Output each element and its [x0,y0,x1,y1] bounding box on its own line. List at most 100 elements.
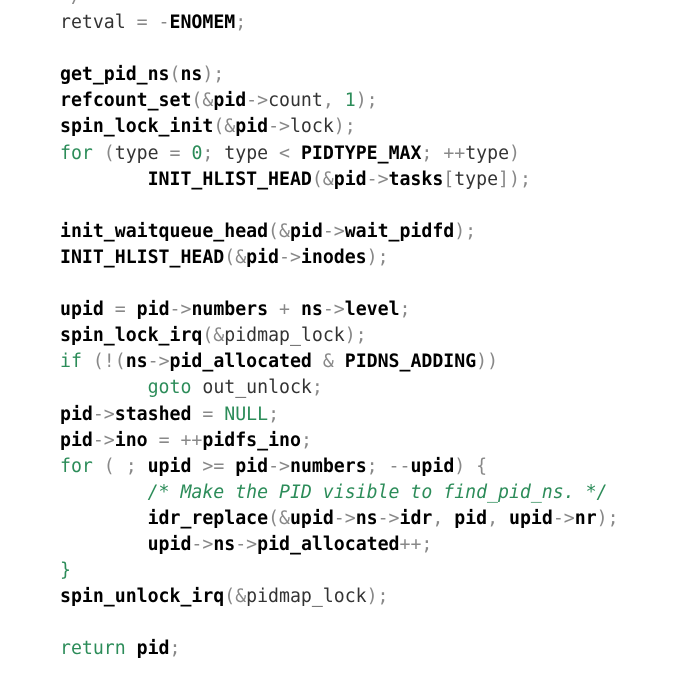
code-line: INIT_HLIST_HEAD(&pid->inodes); [60,245,619,271]
code-token: -> [147,351,170,373]
code-token: ; [202,142,225,164]
code-token: count [268,90,323,112]
code-token: >= [191,455,236,477]
code-token: , [322,90,345,112]
code-token: pid [235,455,269,477]
code-token: ) { [454,455,488,477]
code-token: ) [509,142,520,164]
code-token [191,377,202,398]
code-line: spin_unlock_irq(&pidmap_lock); [60,584,619,610]
code-token: numbers [191,299,269,321]
code-token: spin_unlock_irq [60,586,225,608]
code-line [60,193,619,219]
code-token: -> [268,455,290,477]
code-token [60,377,148,398]
code-token: INIT_HLIST_HEAD [60,246,225,268]
code-token: spin_lock_irq [60,325,203,347]
code-token: retval [60,12,126,34]
code-token: , [487,507,510,529]
code-token: )) [476,351,499,373]
code-line: INIT_HLIST_HEAD(&pid->tasks[type]); [60,167,619,193]
code-token: -> [92,403,115,425]
code-token: -> [552,507,575,529]
code-token: -> [322,220,345,242]
code-token: (& [202,325,225,347]
code-line: pid->ino = ++pidfs_ino; [60,428,619,454]
code-token: pid [246,246,280,268]
code-line: for (type = 0; type < PIDTYPE_MAX; ++typ… [60,141,619,167]
code-token: level [344,299,400,321]
code-token: init_waitqueue_head [60,220,269,242]
code-token: type [224,142,269,164]
code-token: upid [410,455,455,477]
code-token: -> [322,299,345,321]
code-token: (& [311,168,334,190]
code-token: ; [300,429,312,451]
code-token: */ [60,0,82,7]
code-token: type [454,168,499,190]
code-token: return [60,638,126,660]
code-token: & [311,351,345,373]
code-token: -> [366,168,389,190]
code-token: get_pid_ns [60,64,170,86]
code-token: pid [289,220,323,242]
code-token: -> [377,507,400,529]
code-token: wait_pidfd [344,220,455,242]
code-token: ns [300,299,323,321]
code-token: pid [333,168,367,190]
code-token: upid [147,533,192,555]
code-token: lock [289,116,334,138]
code-token: pidmap_lock [224,325,345,347]
code-token: ; [235,12,247,34]
code-token: pid [454,507,488,529]
code-token: -> [92,429,115,451]
code-token: INIT_HLIST_HEAD [147,168,312,190]
code-line: /* Make the PID visible to find_pid_ns. … [60,480,619,506]
code-line: pid->stashed = NULL; [60,402,619,428]
code-token: (& [268,507,290,529]
code-token: ns [355,507,378,529]
code-token: = [191,403,225,425]
code-token: PIDTYPE_MAX [300,142,422,164]
code-token: pid [136,638,170,660]
code-token: 0 [191,142,203,164]
code-token: idr [399,507,433,529]
code-token: ]); [498,168,531,190]
code-line: init_waitqueue_head(&pid->wait_pidfd); [60,219,619,245]
code-token [126,638,137,659]
code-token: for [60,142,93,164]
code-token: ; [311,377,323,399]
code-token: ( [169,64,181,86]
code-token: ns [125,351,148,373]
code-token: -> [246,90,269,112]
code-token: ); [355,90,378,112]
code-token: pid_allocated [169,351,312,373]
code-token: tasks [388,168,444,190]
code-line: refcount_set(&pid->count, 1); [60,88,619,114]
code-token: pid [60,429,93,451]
code-line: upid = pid->numbers + ns->level; [60,297,619,323]
code-token: (& [213,116,236,138]
code-token: ); [344,325,367,347]
code-line: if (!(ns->pid_allocated & PIDNS_ADDING)) [60,349,619,375]
code-token: ns [180,64,203,86]
code-token: ENOMEM [169,12,236,34]
code-line: idr_replace(&upid->ns->idr, pid, upid->n… [60,506,619,532]
code-token: (& [224,246,247,268]
code-line [60,610,619,636]
code-token: upid [147,455,192,477]
code-token: idr_replace [147,507,269,529]
code-token: ); [366,586,389,608]
code-line: retval = -ENOMEM; [60,10,619,36]
code-token: (& [191,90,214,112]
code-token: ); [596,507,619,529]
code-token: type [114,142,159,164]
code-token: ; [399,299,411,321]
code-token: ino [114,429,148,451]
code-token: -> [333,507,356,529]
code-line: return pid; [60,636,619,662]
code-token: -> [279,246,301,268]
code-token: pid [136,299,170,321]
code-token: nr [574,507,597,529]
code-token: for [60,455,93,477]
